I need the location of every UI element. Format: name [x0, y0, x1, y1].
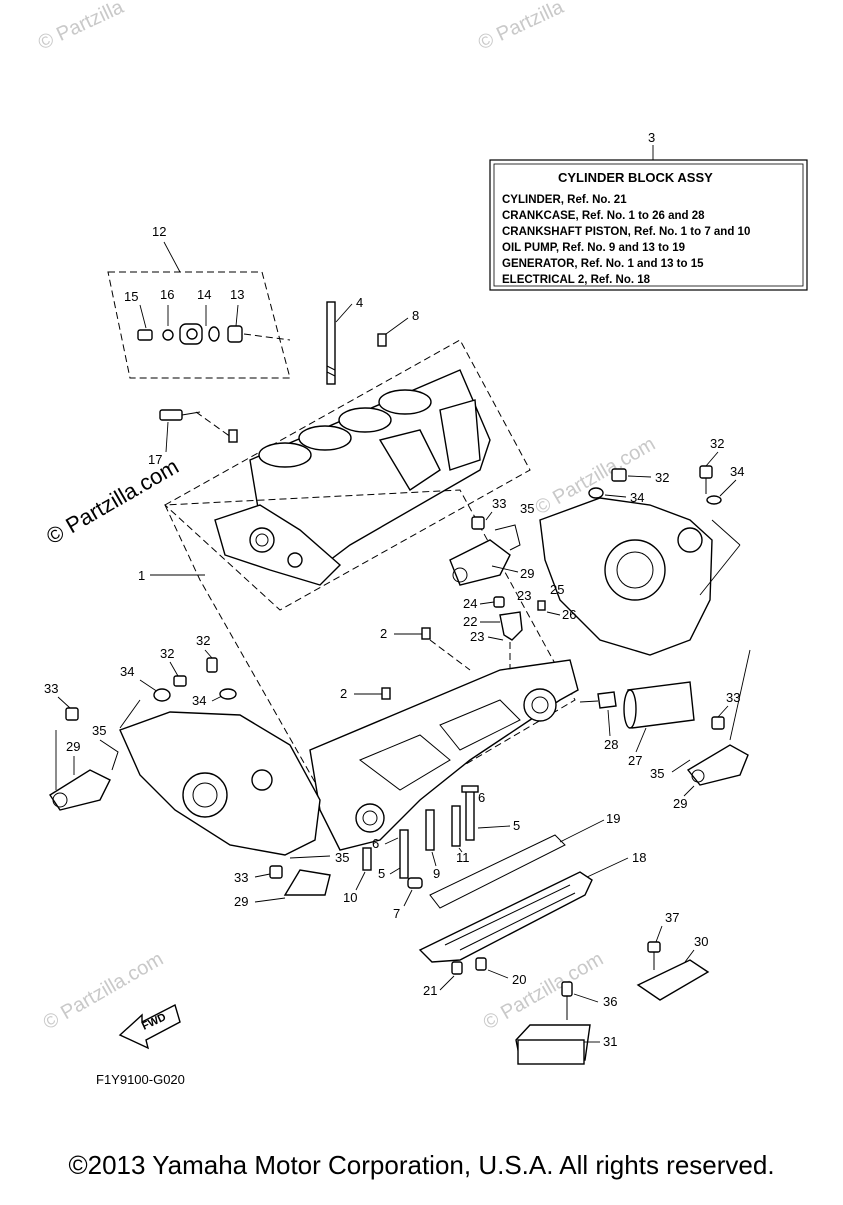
- gasket-19: 19: [429, 811, 620, 909]
- callout-24: 24: [463, 596, 477, 611]
- callout-34: 34: [120, 664, 134, 679]
- callout-31: 31: [603, 1034, 617, 1049]
- callout-16: 16: [160, 287, 174, 302]
- bracket-29-right: 33 35 29: [650, 649, 751, 811]
- callout-33: 33: [492, 496, 506, 511]
- callout-29: 29: [520, 566, 534, 581]
- bolt-17: 17: [148, 409, 238, 467]
- callout-35: 35: [650, 766, 664, 781]
- legend-line: CRANKCASE, Ref. No. 1 to 26 and 28: [502, 210, 705, 222]
- cylinder-block-upper: [164, 339, 531, 611]
- callout-18: 18: [632, 850, 646, 865]
- callout-29: 29: [66, 739, 80, 754]
- callout-29: 29: [234, 894, 248, 909]
- callout-35: 35: [520, 501, 534, 516]
- dowel-8: 8: [377, 308, 419, 347]
- callout-10: 10: [343, 890, 357, 905]
- callout-15: 15: [124, 289, 138, 304]
- callout-28: 28: [604, 737, 618, 752]
- callout-23: 23: [517, 588, 531, 603]
- diagram-code: F1Y9100-G020: [96, 1072, 185, 1087]
- callout-34: 34: [192, 693, 206, 708]
- callout-17: 17: [148, 452, 162, 467]
- callout-2: 2: [380, 626, 387, 641]
- generator-cover-left: 34 32 32 34 33 35 29: [44, 633, 321, 856]
- bracket-29-left: 33 35 29: [234, 850, 349, 909]
- callout-8: 8: [412, 308, 419, 323]
- callout-13: 13: [230, 287, 244, 302]
- callout-30: 30: [694, 934, 708, 949]
- callout-29: 29: [673, 796, 687, 811]
- callout-32: 32: [655, 470, 669, 485]
- callout-23: 23: [470, 629, 484, 644]
- legend-line: GENERATOR, Ref. No. 1 and 13 to 15: [502, 258, 704, 270]
- watermark: © Partzilla: [475, 0, 568, 55]
- legend-line: OIL PUMP, Ref. No. 9 and 13 to 19: [502, 242, 685, 254]
- oil-passage-parts: 24 23 25 26 22 23: [463, 582, 576, 690]
- watermark: © Partzilla.com: [42, 454, 183, 550]
- callout-9: 9: [433, 866, 440, 881]
- callout-34: 34: [730, 464, 744, 479]
- group-12: 12: [107, 224, 291, 379]
- stud-4: 4: [326, 295, 363, 385]
- callout-5: 5: [513, 818, 520, 833]
- oil-pan-18: 18: [418, 850, 646, 963]
- callout-37: 37: [665, 910, 679, 925]
- callout-33: 33: [234, 870, 248, 885]
- generator-cover-right: 32 32 34 34: [539, 436, 744, 656]
- callout-34: 34: [630, 490, 644, 505]
- callout-6: 6: [478, 790, 485, 805]
- cover-29-upper: 33 35 29: [449, 496, 534, 586]
- callout-14: 14: [197, 287, 211, 302]
- crankcase-lower: [309, 659, 579, 851]
- callout-5: 5: [378, 866, 385, 881]
- legend-line: CYLINDER, Ref. No. 21: [502, 194, 627, 206]
- callout-6: 6: [372, 836, 379, 851]
- callout-2: 2: [340, 686, 347, 701]
- callout-35: 35: [92, 723, 106, 738]
- copyright-notice: ©2013 Yamaha Motor Corporation, U.S.A. A…: [68, 1150, 775, 1180]
- watermark: © Partzilla: [35, 0, 128, 55]
- callout-19: 19: [606, 811, 620, 826]
- callout-32: 32: [196, 633, 210, 648]
- callout-1: 1: [138, 568, 145, 583]
- callout-27: 27: [628, 753, 642, 768]
- callout-20: 20: [512, 972, 526, 987]
- callout-12: 12: [152, 224, 166, 239]
- oil-filter: 28 27: [579, 681, 695, 768]
- callout-21: 21: [423, 983, 437, 998]
- watermark: © Partzilla.com: [480, 948, 608, 1034]
- legend-line: CRANKSHAFT PISTON, Ref. No. 1 to 7 and 1…: [502, 226, 750, 238]
- callout-32: 32: [710, 436, 724, 451]
- callout-22: 22: [463, 614, 477, 629]
- part-31: 36 31: [515, 981, 617, 1065]
- callout-35: 35: [335, 850, 349, 865]
- parts-13-16: 15 16 14 13: [124, 287, 291, 345]
- callout-7: 7: [393, 906, 400, 921]
- legend-line: ELECTRICAL 2, Ref. No. 18: [502, 274, 651, 286]
- fwd-arrow-icon: FWD: [118, 1003, 181, 1050]
- callout-3: 3: [648, 130, 655, 145]
- bracket-30: 37 30: [636, 910, 710, 1001]
- callout-33: 33: [44, 681, 58, 696]
- callout-25: 25: [550, 582, 564, 597]
- bolts-20-21: 21 20: [423, 957, 526, 998]
- callout-4: 4: [356, 295, 363, 310]
- callout-26: 26: [562, 607, 576, 622]
- callout-33: 33: [726, 690, 740, 705]
- callout-32: 32: [160, 646, 174, 661]
- legend-title: CYLINDER BLOCK ASSY: [558, 170, 713, 185]
- bolts-5-11: 6 5 11 9 6 5 10 7: [343, 785, 520, 921]
- callout-36: 36: [603, 994, 617, 1009]
- dowels-2: 2 2: [340, 626, 471, 701]
- assembly-legend: 3 CYLINDER BLOCK ASSY CYLINDER, Ref. No.…: [489, 130, 808, 291]
- callout-11: 11: [456, 850, 470, 865]
